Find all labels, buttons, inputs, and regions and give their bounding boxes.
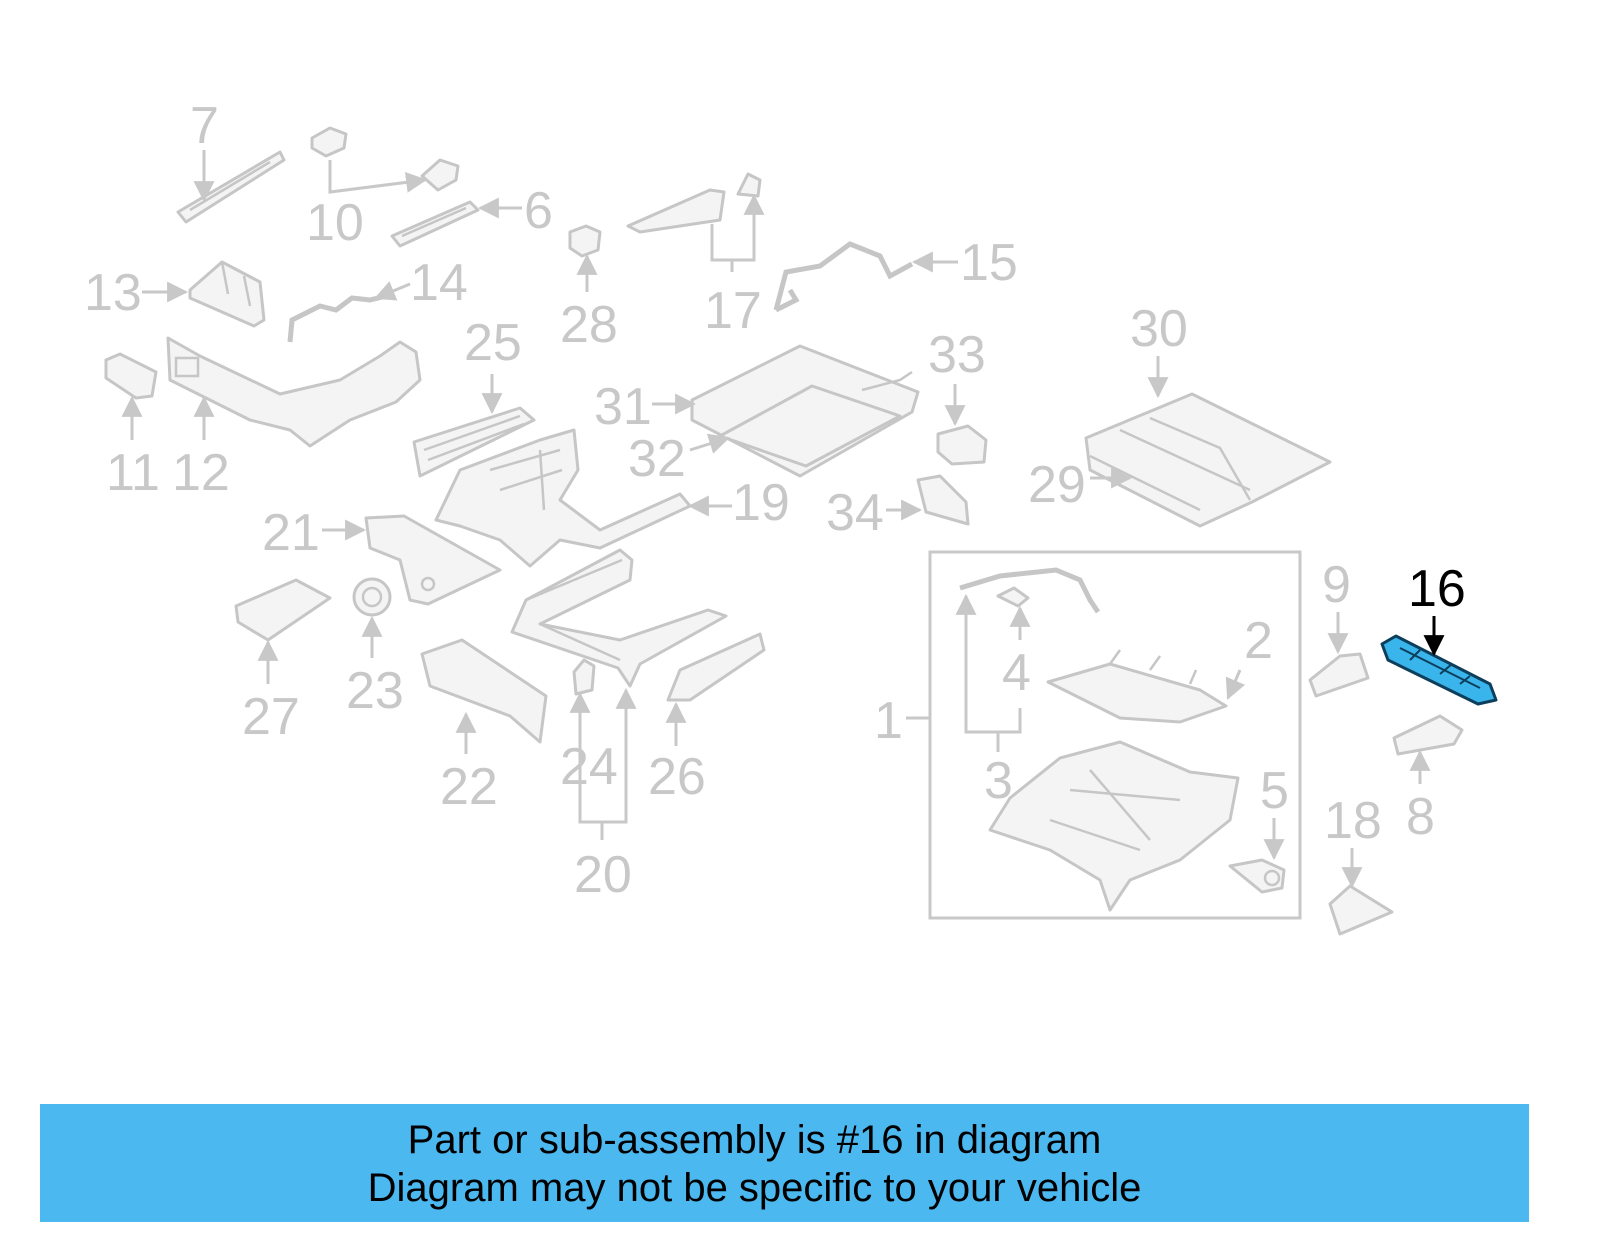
part-7[interactable] <box>176 150 286 224</box>
callout-14[interactable]: 14 <box>410 254 468 312</box>
callout-20[interactable]: 20 <box>574 846 632 904</box>
part-29[interactable] <box>1084 392 1332 528</box>
part-10[interactable] <box>310 126 460 192</box>
part-5[interactable] <box>1228 858 1286 894</box>
part-32[interactable] <box>718 370 913 468</box>
part-34[interactable] <box>916 474 970 526</box>
part-27[interactable] <box>234 578 332 642</box>
callout-5[interactable]: 5 <box>1260 762 1289 820</box>
callout-21[interactable]: 21 <box>262 504 320 562</box>
callout-1[interactable]: 1 <box>874 692 903 750</box>
callout-8[interactable]: 8 <box>1406 788 1435 846</box>
callout-34[interactable]: 34 <box>826 484 884 542</box>
callout-24[interactable]: 24 <box>560 738 618 796</box>
callout-18[interactable]: 18 <box>1324 792 1382 850</box>
part-9[interactable] <box>1308 652 1370 698</box>
part-8[interactable] <box>1392 714 1464 756</box>
callout-26[interactable]: 26 <box>648 748 706 806</box>
callout-11[interactable]: 11 <box>106 444 160 502</box>
part-3[interactable] <box>988 740 1240 912</box>
part-15[interactable] <box>773 241 914 313</box>
part-26[interactable] <box>666 632 766 702</box>
callout-25[interactable]: 25 <box>464 314 522 372</box>
callout-15[interactable]: 15 <box>960 234 1018 292</box>
callout-13[interactable]: 13 <box>84 264 142 322</box>
callout-27[interactable]: 27 <box>242 688 300 746</box>
leader-3 <box>955 593 1022 734</box>
part-28[interactable] <box>568 224 602 258</box>
banner-line-2: Diagram may not be specific to your vehi… <box>367 1166 1142 1210</box>
callout-10[interactable]: 10 <box>306 194 364 252</box>
assembly-group-box <box>928 550 1302 920</box>
callout-12[interactable]: 12 <box>172 444 230 502</box>
callout-17[interactable]: 17 <box>704 282 762 340</box>
leader-14 <box>374 281 411 301</box>
banner-line-1: Part or sub-assembly is #16 in diagram <box>407 1118 1102 1162</box>
part-6[interactable] <box>390 200 480 248</box>
part-12[interactable] <box>166 336 422 448</box>
leader-32 <box>689 433 731 454</box>
part-17[interactable] <box>626 172 762 234</box>
callout-30[interactable]: 30 <box>1130 300 1188 358</box>
part-23[interactable] <box>352 577 392 617</box>
callout-4[interactable]: 4 <box>1002 644 1031 702</box>
callout-3[interactable]: 3 <box>984 752 1013 810</box>
callout-28[interactable]: 28 <box>560 296 618 354</box>
part-2[interactable] <box>1046 649 1228 724</box>
callout-31[interactable]: 31 <box>594 378 652 436</box>
leader-10 <box>328 160 428 194</box>
part-18[interactable] <box>1328 884 1394 936</box>
leader-2 <box>1225 669 1246 700</box>
callout-33[interactable]: 33 <box>928 326 986 384</box>
callout-2[interactable]: 2 <box>1244 612 1273 670</box>
part-4[interactable] <box>959 567 1101 614</box>
part-13[interactable] <box>188 260 266 328</box>
callout-23[interactable]: 23 <box>346 662 404 720</box>
callout-19[interactable]: 19 <box>732 474 790 532</box>
callout-29[interactable]: 29 <box>1028 456 1086 514</box>
callout-32[interactable]: 32 <box>628 430 686 488</box>
part-24[interactable] <box>572 658 596 696</box>
part-16-highlighted[interactable] <box>1380 634 1498 706</box>
callout-16[interactable]: 16 <box>1408 560 1466 618</box>
callout-6[interactable]: 6 <box>524 182 553 240</box>
info-banner: Part or sub-assembly is #16 in diagram D… <box>40 1104 1529 1222</box>
part-25[interactable] <box>412 406 536 478</box>
part-14[interactable] <box>287 293 387 343</box>
part-20[interactable] <box>510 548 728 688</box>
callout-7[interactable]: 7 <box>190 97 219 155</box>
part-11[interactable] <box>104 352 158 400</box>
callout-9[interactable]: 9 <box>1322 556 1351 614</box>
callout-22[interactable]: 22 <box>440 758 498 816</box>
part-33[interactable] <box>936 424 988 466</box>
part-21[interactable] <box>364 514 502 606</box>
part-22[interactable] <box>420 638 548 744</box>
part-19[interactable] <box>434 428 692 568</box>
